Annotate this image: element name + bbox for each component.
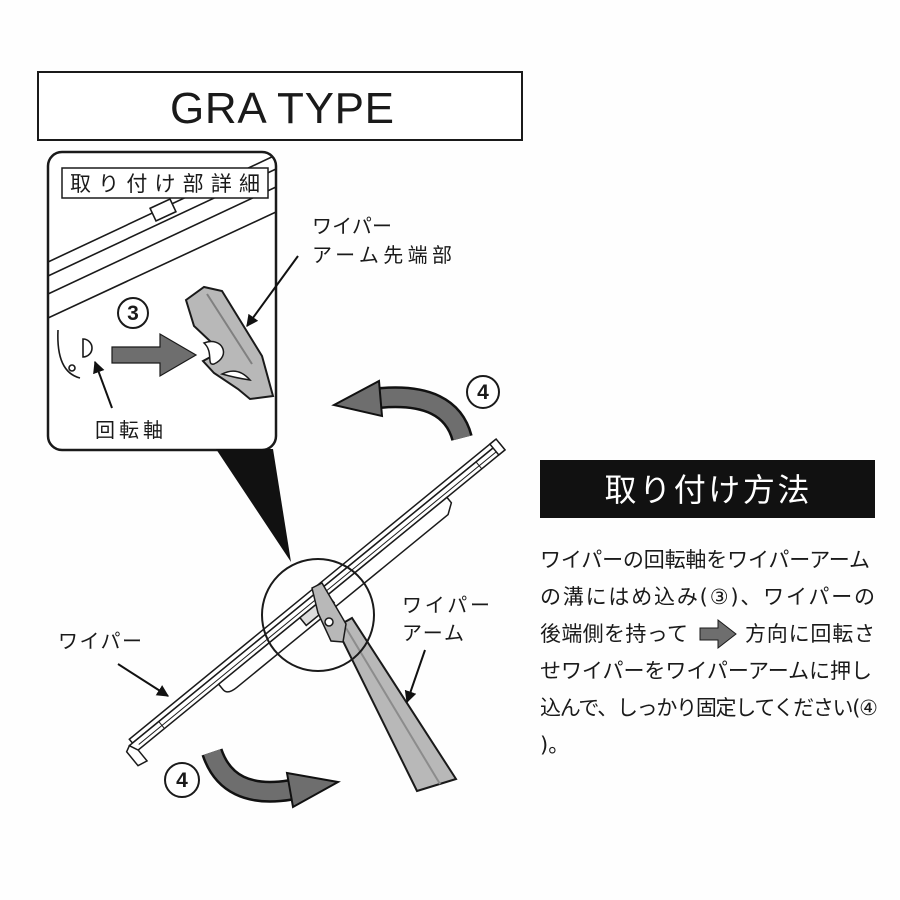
- rotate-arrow-bottom-icon: [201, 748, 341, 809]
- insert-direction-arrow-icon: [111, 332, 198, 378]
- arm-tip-label-line2: アーム先端部: [312, 243, 452, 267]
- blade-body-line: [48, 211, 276, 319]
- arm-tip-highlight: [206, 293, 253, 365]
- title-box: GRA TYPE: [37, 71, 523, 141]
- curved-arrow-head: [285, 771, 341, 809]
- arm-tip-slot: [202, 340, 225, 365]
- arm-tip-groove: [219, 370, 252, 382]
- circled-number-icon: [164, 762, 200, 798]
- instruction-line-6: )。: [540, 733, 569, 757]
- blade-notch: [149, 197, 177, 223]
- instructions-heading-bg: [540, 460, 875, 518]
- step-badge-number: 4: [477, 381, 489, 404]
- pivot-label: 回転軸: [95, 418, 163, 442]
- curved-arrow-body: [379, 388, 471, 441]
- step-badge-3: 3: [117, 297, 149, 329]
- rotate-arrow-top-icon: [331, 379, 473, 442]
- pivot-hole: [68, 364, 76, 372]
- instruction-line-2: の溝にはめ込み(③)、ワイパーの: [540, 585, 875, 609]
- circled-number-icon: [466, 375, 500, 409]
- blade-tick: [475, 461, 483, 470]
- instruction-line-4: せワイパーをワイパーアームに押し: [540, 659, 872, 683]
- instruction-line-5: 込んで、しっかり固定してください(④: [540, 696, 878, 720]
- pivot-pointer-arrow: [93, 360, 113, 409]
- title-frame: [37, 71, 523, 141]
- arm-tip-pointer-arrow: [246, 255, 299, 327]
- inset-blade-detail: [48, 154, 276, 379]
- pivot-shaft: [82, 338, 93, 358]
- title-text: GRA TYPE: [170, 84, 394, 133]
- right-arrow-icon: [699, 618, 737, 650]
- blade-body-curve: [57, 329, 81, 379]
- step-badge-4-top: 4: [466, 375, 500, 409]
- wiper-arm-tip: [184, 285, 275, 401]
- wiper-arm-shade: [345, 627, 441, 785]
- circled-number-icon: [117, 297, 149, 329]
- instructions-panel: 取り付け方法 ワイパーの回転軸をワイパーアーム の溝にはめ込み(③)、ワイパーの…: [540, 460, 878, 757]
- arm-pointer-arrow: [404, 649, 426, 704]
- wiper-label: ワイパー: [58, 629, 142, 653]
- instruction-line-3-after: 方向に回転さ: [745, 622, 875, 646]
- blade-frame: [217, 496, 453, 693]
- blade-edge-line: [48, 186, 276, 295]
- detail-inset: 取り付け部詳細 3 回転軸: [46, 150, 278, 452]
- arm-label-line1: ワイパー: [402, 593, 490, 617]
- step-badge-4-bottom: 4: [164, 762, 200, 798]
- blade-end-cap-left: [125, 744, 149, 767]
- magnified-arm-tip-body: [311, 582, 347, 643]
- magnified-arm-tip: [311, 582, 347, 643]
- arm-tip-label-line1: ワイパー: [312, 214, 392, 238]
- step-badge-number: 4: [176, 769, 188, 792]
- arm-label-line2: アーム: [402, 621, 464, 645]
- magnified-pivot: [324, 617, 334, 627]
- curved-arrow-body: [203, 748, 292, 801]
- curved-arrow-head: [331, 379, 384, 418]
- inset-label: 取り付け部詳細: [70, 172, 260, 196]
- instruction-line-1: ワイパーの回転軸をワイパーアーム: [540, 548, 870, 572]
- wiper-pointer-arrow: [117, 663, 170, 697]
- instruction-line-3-before: 後端側を持って: [540, 622, 688, 646]
- callout-pointer: [216, 449, 291, 562]
- magnifier-circle: [261, 558, 375, 672]
- inset-label-box: [61, 167, 269, 199]
- blade-end-cap-right: [488, 437, 507, 456]
- blade-tick: [158, 721, 165, 729]
- step-badge-number: 3: [127, 302, 139, 325]
